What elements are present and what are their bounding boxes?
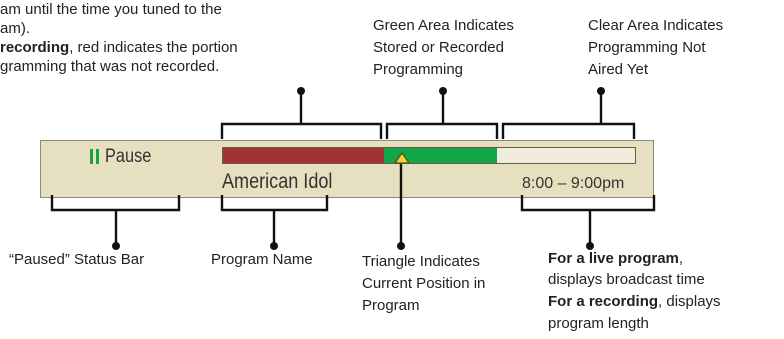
green-area-callout-3: Programming (373, 61, 464, 78)
time-bracket (520, 195, 656, 212)
clear-area-callout-1: Clear Area Indicates (588, 17, 724, 34)
pause-label: Pause (105, 146, 152, 167)
program-name-label: American Idol (222, 170, 333, 193)
pause-icon (90, 149, 100, 164)
progress-bar (222, 147, 636, 164)
green-area-bracket (385, 122, 499, 139)
time-label: 8:00 – 9:00pm (522, 175, 625, 192)
not-recorded-dot (297, 87, 305, 95)
program-name-dot (270, 242, 278, 250)
program-name-callout: Program Name (211, 251, 313, 268)
not-aired-segment (496, 148, 635, 163)
intro-note-line-4: gramming that was not recorded. (0, 58, 220, 75)
triangle-dot (397, 242, 405, 250)
recording-rest: , displays (658, 293, 721, 310)
intro-note-rest: , red indicates the portion (69, 39, 238, 56)
time-dot (586, 242, 594, 250)
not-recorded-segment (223, 148, 384, 163)
clear-area-callout-2: Programming Not (588, 39, 706, 56)
paused-status-callout: “Paused” Status Bar (9, 251, 145, 268)
clear-area-bracket (501, 122, 636, 139)
live-program-bold: For a live program (548, 250, 679, 267)
triangle-callout-3: Program (362, 297, 420, 314)
not-recorded-bracket (220, 122, 383, 139)
clear-area-callout-3: Aired Yet (588, 61, 649, 78)
intro-note-line-1: am until the time you tuned to the (0, 1, 222, 18)
clear-area-dot (597, 87, 605, 95)
live-program-rest: , (678, 250, 684, 267)
intro-note-line-2: am). (0, 20, 30, 37)
green-area-callout-2: Stored or Recorded (373, 39, 504, 56)
recorded-segment (383, 148, 497, 163)
intro-note-line-3: recording, red indicates the portion (0, 38, 238, 57)
time-callout-1: For a live program, (548, 249, 683, 268)
paused-status-bracket (50, 195, 181, 212)
recording-bold: For a recording (548, 293, 659, 310)
program-name-bracket (220, 195, 329, 212)
time-callout-3: For a recording, displays (548, 292, 721, 311)
green-area-dot (439, 87, 447, 95)
time-callout-2: displays broadcast time (548, 271, 705, 288)
current-position-triangle-icon (394, 152, 410, 164)
time-callout-4: program length (548, 315, 649, 332)
triangle-callout-1: Triangle Indicates (362, 253, 480, 270)
green-area-callout-1: Green Area Indicates (373, 17, 514, 34)
triangle-callout-2: Current Position in (362, 275, 486, 292)
intro-note-bold: recording (0, 39, 70, 56)
paused-status-dot (112, 242, 120, 250)
